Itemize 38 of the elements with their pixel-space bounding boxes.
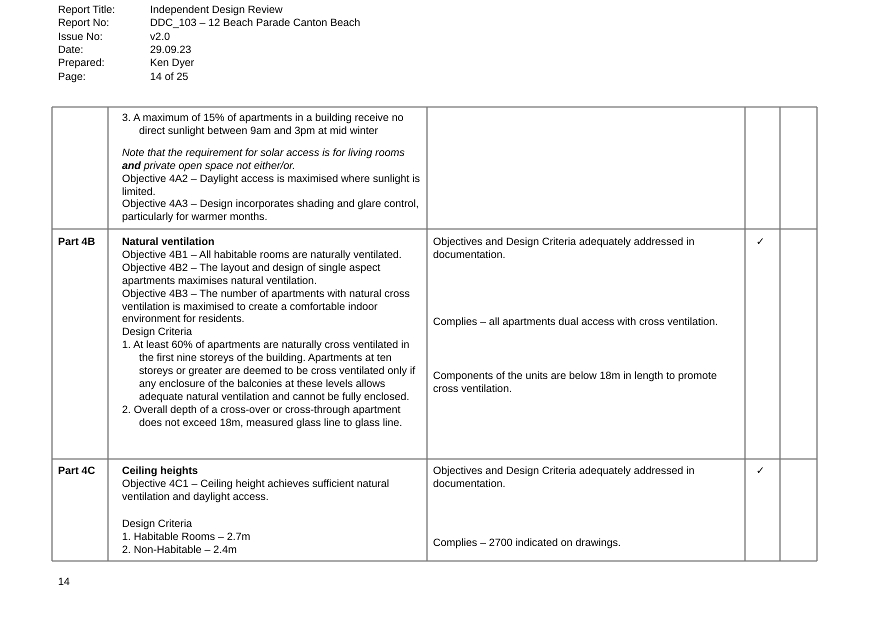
note-text: Note that the requirement for solar access is for living rooms and private open space not either/or. (122, 146, 406, 173)
assessment-text: Objectives and Design Criteria adequately addressed in documentation. (433, 465, 696, 491)
page-number: 14 (58, 576, 71, 589)
assessment-text: Objectives and Design Criteria adequately addressed in documentation. (433, 236, 696, 262)
header-value: v2.0 (150, 30, 172, 44)
part-label: Part 4B (58, 236, 96, 249)
list-item: 2. Overall depth of a cross-over or cross-through apartment does not exceed 18m, measured glass line to glass line. (122, 404, 404, 430)
check-mark: ✓ (756, 236, 766, 249)
objective-text: Objective 4B3 – The number of apartments with natural cross ventilation is maximised to create a comfortable indoor environment for residents. (122, 288, 411, 326)
header-value: 14 of 25 (150, 70, 190, 84)
objective-text: Objective 4A3 – Design incorporates shading and glare control, particularly for warmer months. (122, 198, 420, 224)
list-item: 3. A maximum of 15% of apartments in a building receive no direct sunlight between 9am and 3pm at mid winter (122, 112, 404, 138)
list-item: 1. At least 60% of apartments are naturally cross ventilated in the first nine storeys of the building. Apartments at ten storeys or greater are deemed to be cross ventilated only if any enclosure of the balconies at these levels allows adequate natural ventilation and cannot be fully enclosed. (122, 339, 416, 404)
header-label: Date: (58, 44, 84, 57)
criteria-heading: Design Criteria (122, 518, 194, 531)
header-value: 29.09.23 (150, 44, 192, 57)
header-value: Independent Design Review (150, 4, 284, 17)
header-value: DDC_103 – 12 Beach Parade Canton Beach (150, 17, 362, 30)
section-heading: Natural ventilation (122, 236, 216, 249)
header-label: Report Title: (58, 4, 116, 17)
header-value: Ken Dyer (150, 57, 196, 70)
assessment-text: Complies – 2700 indicated on drawings. (433, 537, 622, 550)
header-label: Issue No: (58, 30, 104, 44)
header-label: Page: (58, 70, 87, 84)
list-item: 2. Non-Habitable – 2.4m (122, 544, 238, 556)
objective-text: Objective 4B2 – The layout and design of single aspect apartments maximises natural ventilation. (122, 262, 382, 288)
header-label: Prepared: (58, 57, 106, 70)
assessment-text: Components of the units are below 18m in length to promote cross ventilation. (433, 370, 718, 396)
objective-text: Objective 4C1 – Ceiling height achieves sufficient natural ventilation and daylight access. (122, 478, 390, 504)
section-heading: Ceiling heights (122, 465, 199, 478)
header-label: Report No: (58, 17, 110, 30)
part-label: Part 4C (58, 465, 96, 478)
objective-text: Objective 4A2 – Daylight access is maximised where sunlight is limited. (122, 172, 421, 198)
list-item: 1. Habitable Rooms – 2.7m (122, 530, 252, 544)
check-mark: ✓ (756, 465, 766, 478)
assessment-text: Complies – all apartments dual access with cross ventilation. (433, 316, 719, 329)
criteria-heading: Design Criteria (122, 326, 194, 340)
objective-text: Objective 4B1 – All habitable rooms are naturally ventilated. (122, 248, 403, 262)
